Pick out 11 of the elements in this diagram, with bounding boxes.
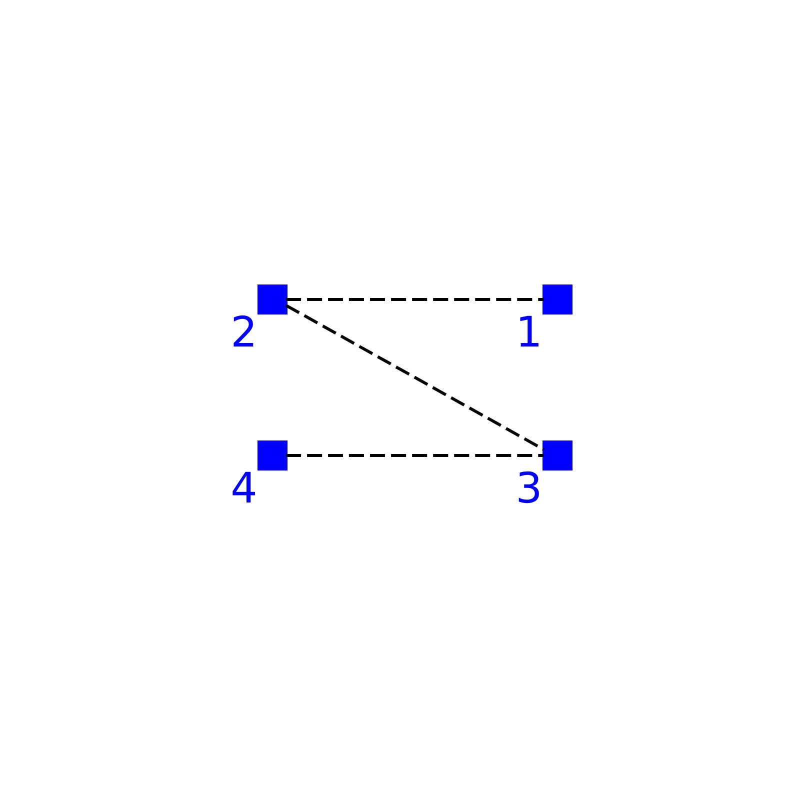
node-box <box>258 284 288 314</box>
node-label: 4 <box>230 464 258 513</box>
node-label: 3 <box>516 464 542 513</box>
connector <box>286 454 544 457</box>
node-box <box>258 440 288 470</box>
node-label: 2 <box>230 308 258 357</box>
connector <box>285 304 545 451</box>
connector <box>286 298 544 301</box>
node-box <box>542 440 572 470</box>
node-label: 1 <box>516 308 542 357</box>
node-box <box>542 284 572 314</box>
